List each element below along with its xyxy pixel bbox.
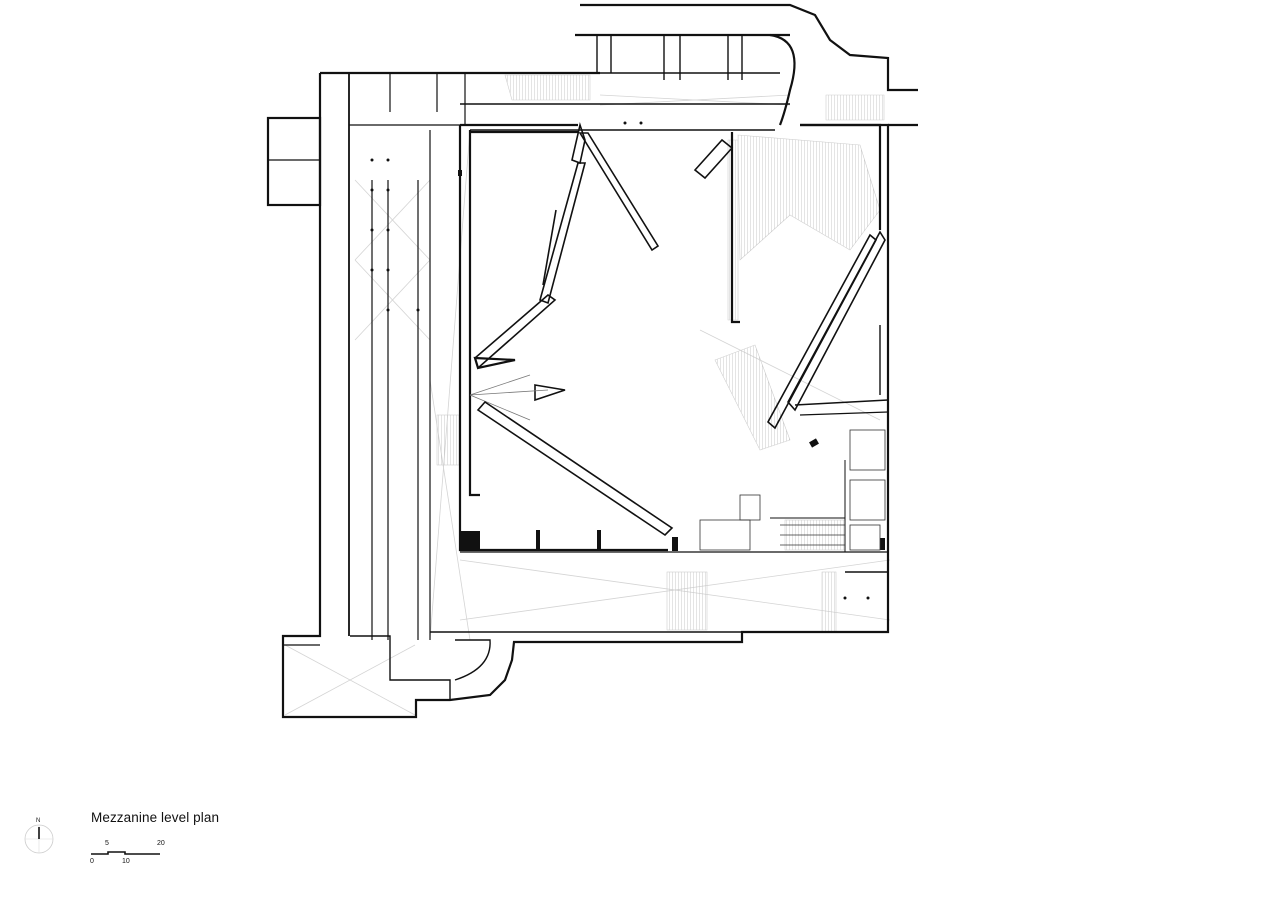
north-arrow-icon [24,824,54,854]
scale-tick-0: 0 [90,858,94,865]
scale-bar: 5 20 0 10 [88,838,178,868]
scale-tick-20: 20 [157,840,165,847]
north-label: N [36,818,41,824]
column-dots [370,121,870,600]
solid-structural-blocks [458,170,885,551]
scale-bar-graphic [91,851,160,855]
room-detail-lines [699,429,886,551]
scale-tick-5: 5 [105,840,109,847]
scale-tick-10: 10 [122,858,130,865]
walls [266,3,918,719]
seating-hatch-areas [436,74,885,633]
drawing-title: Mezzanine level plan [91,810,220,825]
